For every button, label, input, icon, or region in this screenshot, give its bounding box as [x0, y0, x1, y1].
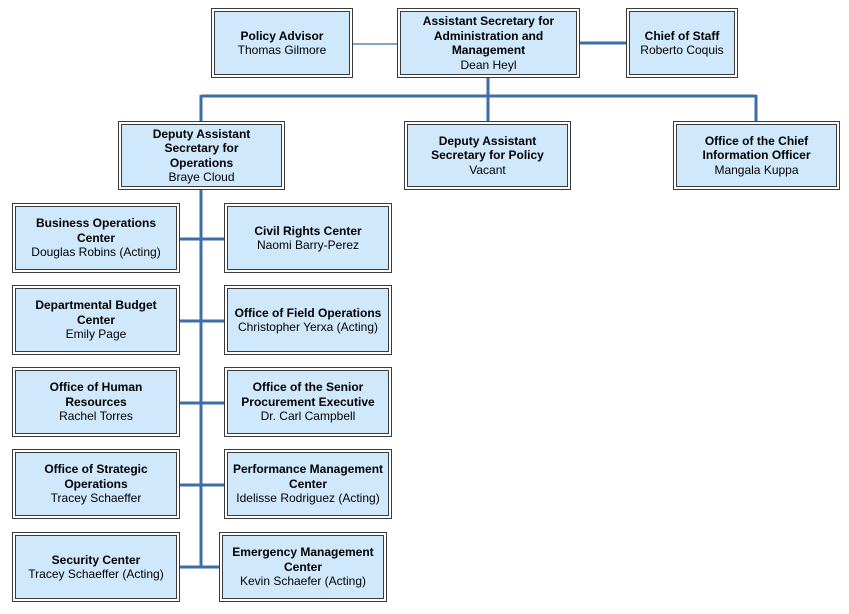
budget-center-name: Emily Page	[65, 327, 127, 342]
das-operations-title: Deputy Assistant Secretary for Operation…	[152, 126, 251, 170]
box-strategic-operations: Office of Strategic Operations Tracey Sc…	[12, 449, 180, 519]
strategic-operations-title: Office of Strategic Operations	[44, 462, 148, 491]
box-cio: Office of the Chief Information Officer …	[673, 121, 840, 190]
procurement-title: Office of the Senior Procurement Executi…	[241, 380, 375, 409]
chief-of-staff-name: Roberto Coquis	[640, 43, 724, 57]
box-emergency-management: Emergency Management Center Kevin Schaef…	[219, 532, 387, 602]
box-chief-of-staff: Chief of Staff Roberto Coquis	[626, 8, 738, 78]
das-operations-name: Braye Cloud	[168, 170, 235, 184]
box-das-policy: Deputy Assistant Secretary for Policy Va…	[404, 121, 571, 190]
box-procurement: Office of the Senior Procurement Executi…	[224, 367, 392, 437]
assistant-secretary-name: Dean Heyl	[460, 57, 517, 72]
box-performance-management: Performance Management Center Idelisse R…	[224, 449, 392, 519]
strategic-operations-name: Tracey Schaeffer	[50, 491, 142, 506]
budget-center-title: Departmental Budget Center	[35, 298, 157, 327]
assistant-secretary-title: Assistant Secretary for Administration a…	[422, 14, 555, 57]
box-human-resources: Office of Human Resources Rachel Torres	[12, 367, 180, 437]
civil-rights-title: Civil Rights Center	[254, 223, 362, 238]
field-operations-title: Office of Field Operations	[234, 305, 382, 320]
chief-of-staff-title: Chief of Staff	[644, 28, 720, 43]
human-resources-name: Rachel Torres	[59, 409, 133, 424]
das-policy-title: Deputy Assistant Secretary for Policy	[431, 133, 544, 163]
business-operations-title: Business Operations Center	[35, 216, 157, 245]
box-business-operations: Business Operations Center Douglas Robin…	[12, 203, 180, 273]
box-field-operations: Office of Field Operations Christopher Y…	[224, 285, 392, 355]
cio-name: Mangala Kuppa	[714, 162, 799, 177]
box-civil-rights: Civil Rights Center Naomi Barry-Perez	[224, 203, 392, 273]
box-policy-advisor: Policy Advisor Thomas Gilmore	[211, 8, 353, 78]
procurement-name: Dr. Carl Campbell	[260, 409, 356, 424]
policy-advisor-name: Thomas Gilmore	[237, 43, 327, 57]
box-das-operations: Deputy Assistant Secretary for Operation…	[118, 121, 285, 190]
box-budget-center: Departmental Budget Center Emily Page	[12, 285, 180, 355]
field-operations-name: Christopher Yerxa (Acting)	[237, 320, 379, 334]
human-resources-title: Office of Human Resources	[49, 380, 143, 409]
performance-management-title: Performance Management Center	[232, 462, 384, 491]
box-security-center: Security Center Tracey Schaeffer (Acting…	[12, 532, 180, 602]
performance-management-name: Idelisse Rodriguez (Acting)	[236, 491, 380, 506]
emergency-management-name: Kevin Schaefer (Acting)	[239, 574, 367, 589]
business-operations-name: Douglas Robins (Acting)	[31, 245, 161, 260]
policy-advisor-title: Policy Advisor	[240, 28, 324, 43]
box-assistant-secretary: Assistant Secretary for Administration a…	[397, 8, 580, 78]
security-center-name: Tracey Schaeffer (Acting)	[28, 567, 164, 581]
cio-title: Office of the Chief Information Officer	[702, 133, 811, 163]
das-policy-name: Vacant	[469, 162, 506, 177]
security-center-title: Security Center	[51, 552, 141, 567]
civil-rights-name: Naomi Barry-Perez	[256, 238, 360, 252]
emergency-management-title: Emergency Management Center	[232, 545, 374, 574]
